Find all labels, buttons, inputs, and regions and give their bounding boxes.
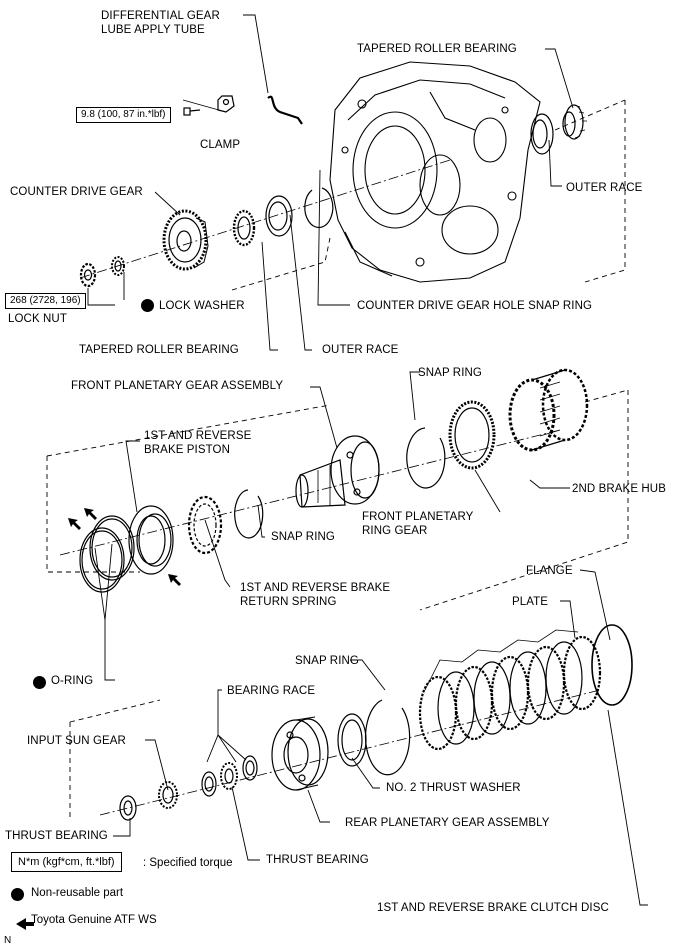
- clamp: [217, 95, 235, 113]
- label-thrust-bearing-mid: THRUST BEARING: [266, 854, 369, 866]
- label-diff-tube-line1: DIFFERENTIAL GEAR: [101, 10, 220, 22]
- outer-race-bottom: [265, 195, 293, 237]
- tapered-roller-bearing-bottom: [232, 209, 256, 247]
- assembly-axis: [59, 159, 601, 816]
- corner-mark: N: [4, 935, 12, 946]
- label-brake-piston-line1: 1ST AND REVERSE: [144, 430, 252, 442]
- label-plate: PLATE: [512, 596, 549, 608]
- lock-nut: [79, 262, 97, 288]
- bearing-race-right: [242, 755, 258, 781]
- rear-planetary-gear-assembly: [271, 716, 329, 791]
- label-snap-ring-hole: COUNTER DRIVE GEAR HOLE SNAP RING: [357, 300, 593, 312]
- label-diff-tube-line2: LUBE APPLY TUBE: [101, 24, 205, 36]
- label-clamp: CLAMP: [200, 139, 241, 151]
- snap-ring-middle: [234, 489, 264, 539]
- section-outline-bottom: [69, 699, 161, 820]
- tapered-roller-bearing-top: [562, 104, 587, 140]
- torque-box-bolt: 9.8 (100, 87 in.*lbf): [76, 107, 171, 123]
- front-planetary-gear-assembly: [295, 435, 380, 508]
- legend-torque-desc: : Specified torque: [143, 857, 233, 869]
- lube-apply-tube: [267, 95, 303, 125]
- label-snap-ring-a: SNAP RING: [418, 367, 482, 379]
- snap-ring-ring-gear: [406, 427, 446, 489]
- label-bearing-race: BEARING RACE: [227, 685, 316, 697]
- input-sun-gear: [158, 781, 178, 809]
- label-snap-ring-b: SNAP RING: [271, 531, 335, 543]
- bolt: [183, 107, 201, 116]
- non-reusable-icon: [141, 299, 154, 312]
- label-outer-race-top: OUTER RACE: [566, 182, 643, 194]
- label-lock-nut: LOCK NUT: [8, 313, 67, 325]
- label-front-ring-gear-line2: RING GEAR: [362, 525, 428, 537]
- legend-torque-box: N*m (kgf*cm, ft.*lbf): [11, 852, 122, 872]
- label-snap-ring-c: SNAP RING: [295, 655, 359, 667]
- outer-race-top: [530, 113, 554, 155]
- label-counter-drive-gear: COUNTER DRIVE GEAR: [10, 186, 143, 198]
- label-tapered-bearing-bottom: TAPERED ROLLER BEARING: [79, 344, 239, 356]
- label-outer-race-bottom: OUTER RACE: [322, 344, 399, 356]
- label-lock-washer: LOCK WASHER: [159, 300, 245, 312]
- legend-non-reusable-icon: [11, 888, 24, 901]
- lock-washer: [111, 256, 125, 276]
- thrust-bearing-mid-part: [220, 762, 238, 790]
- label-input-sun-gear: INPUT SUN GEAR: [27, 735, 126, 747]
- transaxle-case: [329, 61, 541, 283]
- counter-drive-gear-hole-snap-ring: [304, 187, 334, 229]
- return-spring: [187, 495, 223, 555]
- counter-drive-gear: [162, 209, 209, 271]
- thrust-bearing-left-part: [119, 795, 137, 821]
- o-ring-pair: [79, 515, 135, 593]
- label-brake-piston-line2: BRAKE PISTON: [144, 444, 230, 456]
- label-o-ring: O-RING: [51, 675, 94, 687]
- brake-piston: [128, 505, 174, 575]
- label-tapered-bearing-top: TAPERED ROLLER BEARING: [357, 43, 517, 55]
- atf-arrows: [68, 508, 181, 586]
- clutch-disc-stack: [418, 624, 633, 751]
- label-no2-thrust-washer: NO. 2 THRUST WASHER: [386, 782, 521, 794]
- front-planetary-ring-gear: [448, 400, 496, 470]
- legend-atf-text: Toyota Genuine ATF WS: [31, 914, 157, 926]
- label-flange: FLANGE: [526, 565, 573, 577]
- label-clutch-disc: 1ST AND REVERSE BRAKE CLUTCH DISC: [377, 902, 609, 914]
- section-outline-middle: [46, 389, 629, 611]
- second-brake-hub: [508, 368, 589, 452]
- label-rear-planetary-assy: REAR PLANETARY GEAR ASSEMBLY: [345, 817, 550, 829]
- atf-legend-arrow-icon: [16, 918, 34, 930]
- snap-ring-bottom: [365, 699, 411, 776]
- no2-thrust-washer: [337, 713, 367, 767]
- leader-lines: [87, 14, 648, 906]
- legend-non-reusable-text: Non-reusable part: [31, 887, 124, 899]
- label-front-ring-gear-line1: FRONT PLANETARY: [362, 511, 474, 523]
- torque-box-lock-nut: 268 (2728, 196): [5, 293, 86, 309]
- section-outline-top: [231, 99, 626, 291]
- label-front-planetary-assy: FRONT PLANETARY GEAR ASSEMBLY: [71, 380, 284, 392]
- bearing-race-left: [201, 771, 217, 797]
- label-return-spring-line1: 1ST AND REVERSE BRAKE: [240, 582, 391, 594]
- label-thrust-bearing-left: THRUST BEARING: [5, 830, 108, 842]
- label-second-brake-hub: 2ND BRAKE HUB: [572, 483, 666, 495]
- label-return-spring-line2: RETURN SPRING: [240, 596, 337, 608]
- non-reusable-icon: [33, 676, 46, 689]
